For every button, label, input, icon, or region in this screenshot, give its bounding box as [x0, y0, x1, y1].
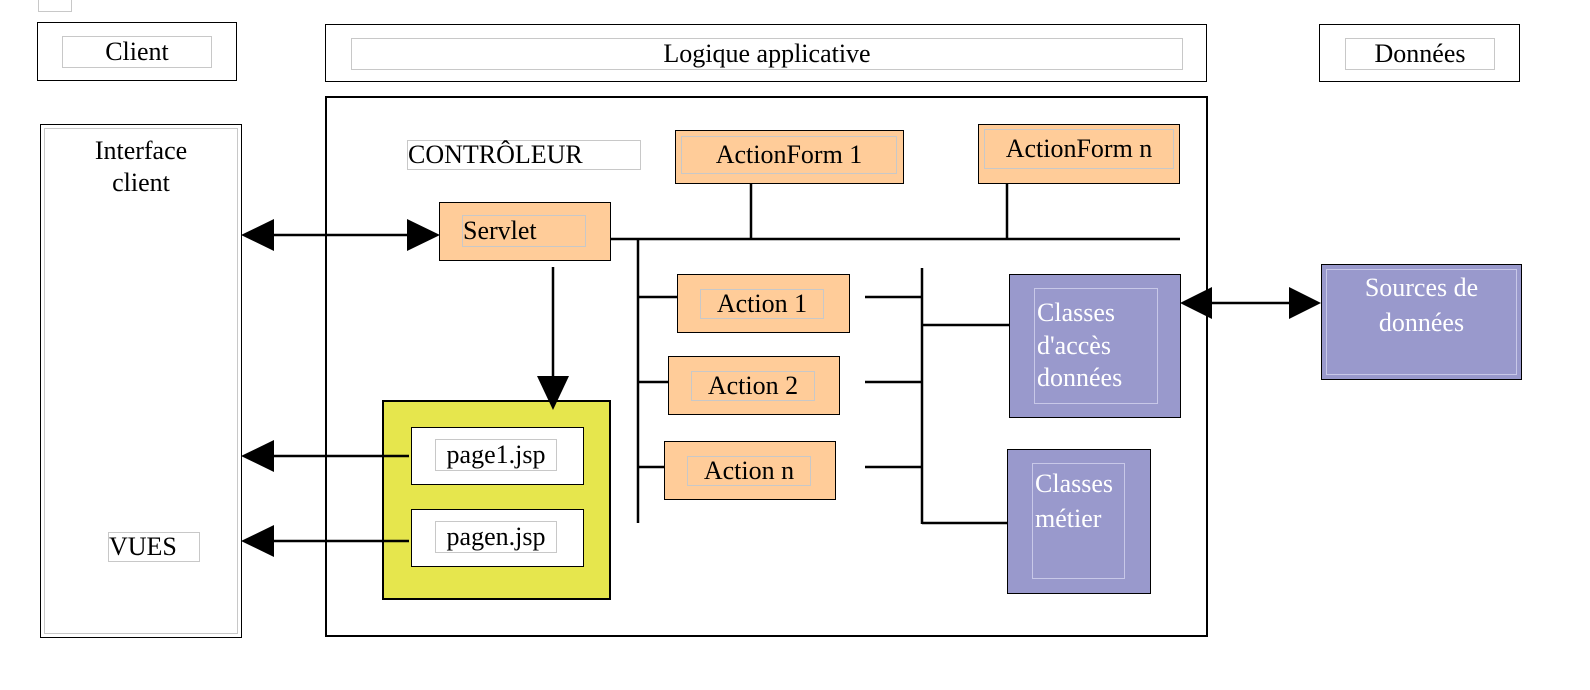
arrowhead-servlet: [407, 219, 440, 251]
action-n-label: Action n: [687, 456, 811, 486]
arrowhead-sources: [1289, 287, 1321, 319]
action-1-box: Action 1: [677, 274, 850, 333]
action-n-box: Action n: [664, 441, 836, 500]
servlet-box: Servlet: [439, 202, 611, 261]
action-2-label: Action 2: [691, 371, 815, 401]
business-classes-line2: métier: [1035, 504, 1102, 534]
arrowhead-client-page1: [241, 440, 274, 472]
client-interface-panel: Interface client VUES: [40, 124, 242, 638]
action-1-label: Action 1: [700, 289, 824, 319]
data-sources-line2: données: [1378, 308, 1465, 338]
logic-header-label: Logique applicative: [351, 38, 1183, 70]
arrowhead-client-top: [241, 219, 274, 251]
business-classes-label: Classes métier: [1032, 463, 1125, 579]
action-2-box: Action 2: [668, 356, 840, 415]
data-header: Données: [1319, 24, 1520, 82]
client-interface-title-line1: Interface: [94, 135, 188, 165]
client-header: Client: [37, 22, 237, 81]
controller-label: CONTRÔLEUR: [407, 140, 641, 170]
logic-header: Logique applicative: [325, 24, 1207, 82]
views-label: VUES: [108, 532, 200, 562]
data-sources-label: Sources de données: [1326, 269, 1517, 375]
data-sources-box: Sources de données: [1321, 264, 1522, 380]
business-classes-line1: Classes: [1035, 469, 1113, 498]
client-header-label: Client: [62, 36, 212, 68]
data-access-classes-label: Classes d'accès données: [1034, 288, 1158, 404]
actionform-1-label: ActionForm 1: [681, 136, 897, 174]
pagen-label: pagen.jsp: [435, 521, 557, 553]
corner-mark: [38, 0, 72, 12]
pagen-box: pagen.jsp: [411, 509, 584, 567]
actionform-1-box: ActionForm 1: [675, 130, 904, 184]
arrowhead-jsp-box: [537, 376, 569, 410]
servlet-label: Servlet: [462, 215, 586, 247]
actionform-n-box: ActionForm n: [978, 124, 1180, 184]
data-access-classes-line1: Classes: [1037, 298, 1115, 328]
data-access-classes-box: Classes d'accès données: [1009, 274, 1181, 418]
business-classes-box: Classes métier: [1007, 449, 1151, 594]
page1-box: page1.jsp: [411, 427, 584, 485]
client-interface-inner: [44, 128, 238, 634]
arrowhead-client-pagen: [241, 525, 274, 557]
page1-label: page1.jsp: [435, 439, 557, 471]
arrowhead-access-classes: [1180, 287, 1212, 319]
data-access-classes-line2: d'accès: [1037, 330, 1111, 360]
data-header-label: Données: [1345, 38, 1495, 70]
data-access-classes-line3: données: [1037, 363, 1123, 393]
logic-frame: [325, 96, 1208, 637]
jsp-views-box: page1.jsp pagen.jsp: [382, 400, 611, 600]
actionform-n-label: ActionForm n: [984, 129, 1174, 169]
data-sources-line1: Sources de: [1364, 273, 1479, 302]
client-interface-title: Interface client: [41, 131, 241, 203]
client-interface-title-line2: client: [112, 168, 170, 197]
